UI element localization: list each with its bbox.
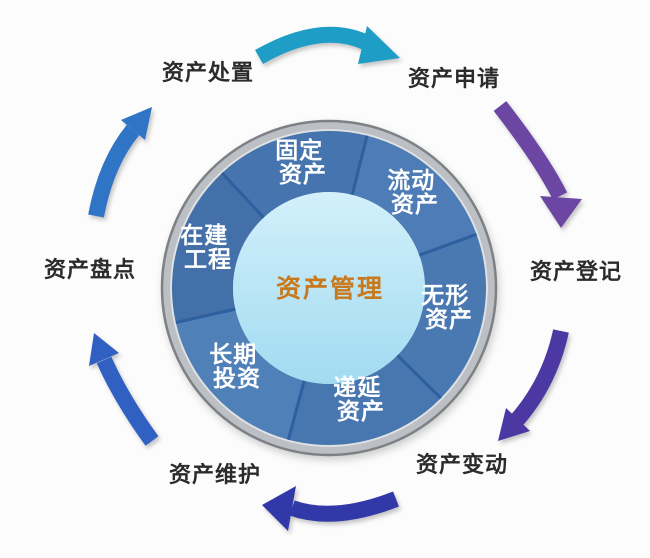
arrow-application-to-registration-icon xyxy=(493,101,582,228)
step-label-asset-application: 资产申请 xyxy=(408,66,500,91)
center-circle xyxy=(233,192,425,384)
arrow-body xyxy=(88,124,140,218)
step-label-asset-inventory: 资产盘点 xyxy=(44,257,136,282)
arrow-body xyxy=(493,101,568,200)
arrow-body xyxy=(96,356,159,446)
step-label-asset-disposal: 资产处置 xyxy=(162,60,254,85)
divider-line xyxy=(286,379,306,442)
arrow-maintenance-to-inventory-icon xyxy=(89,333,159,446)
segment-construction-in-progress xyxy=(171,173,264,323)
divider-line xyxy=(395,353,443,400)
segment-long-term-investment xyxy=(175,309,305,440)
segment-current-assets xyxy=(352,135,477,256)
segment-label-long-term-investment: 长期 投资 xyxy=(209,341,264,391)
segment-deferred-assets xyxy=(288,355,441,446)
arrow-change-to-maintenance-icon xyxy=(262,486,399,531)
step-label-asset-registration: 资产登记 xyxy=(530,259,622,284)
segment-label-fixed-assets: 固定 资产 xyxy=(275,137,330,187)
arrow-inventory-to-disposal-icon xyxy=(88,107,152,218)
segment-fixed-assets xyxy=(222,131,367,218)
step-label-asset-maintenance: 资产维护 xyxy=(169,462,261,487)
arrow-head xyxy=(540,196,582,228)
cycle-arrows xyxy=(88,26,582,531)
divider-line xyxy=(350,134,369,197)
center-title: 资产管理 xyxy=(276,274,384,303)
segment-intangible-assets xyxy=(397,234,486,399)
segment-label-intangible-assets: 无形 资产 xyxy=(421,282,476,332)
segment-label-current-assets: 流动 资产 xyxy=(387,167,442,217)
arrow-head xyxy=(89,333,119,366)
arrow-body xyxy=(510,329,569,426)
arrow-head xyxy=(498,408,530,441)
arrow-disposal-to-application-icon xyxy=(255,26,400,64)
asset-wheel: 资产管理 固定 资产 流动 资产 无形 资产 递延 资产 长期 投资 在建 工程 xyxy=(160,119,498,457)
cycle-step-labels: 资产处置 资产申请 资产登记 资产变动 资产维护 资产盘点 xyxy=(44,60,622,487)
arrow-registration-to-change-icon xyxy=(498,329,569,441)
segment-dividers xyxy=(174,134,478,442)
segment-label-deferred-assets: 递延 资产 xyxy=(333,374,388,424)
segment-label-construction-in-progress: 在建 工程 xyxy=(180,222,235,272)
step-label-asset-change: 资产变动 xyxy=(416,452,508,477)
arrow-head xyxy=(121,107,152,140)
divider-line xyxy=(417,232,478,257)
arrow-body xyxy=(255,26,369,64)
divider-line xyxy=(220,171,266,220)
rim-inner-seam xyxy=(170,129,488,447)
arrow-body xyxy=(289,491,399,522)
arrow-head xyxy=(358,26,400,64)
arrow-head xyxy=(262,486,296,531)
divider-line xyxy=(174,307,237,324)
